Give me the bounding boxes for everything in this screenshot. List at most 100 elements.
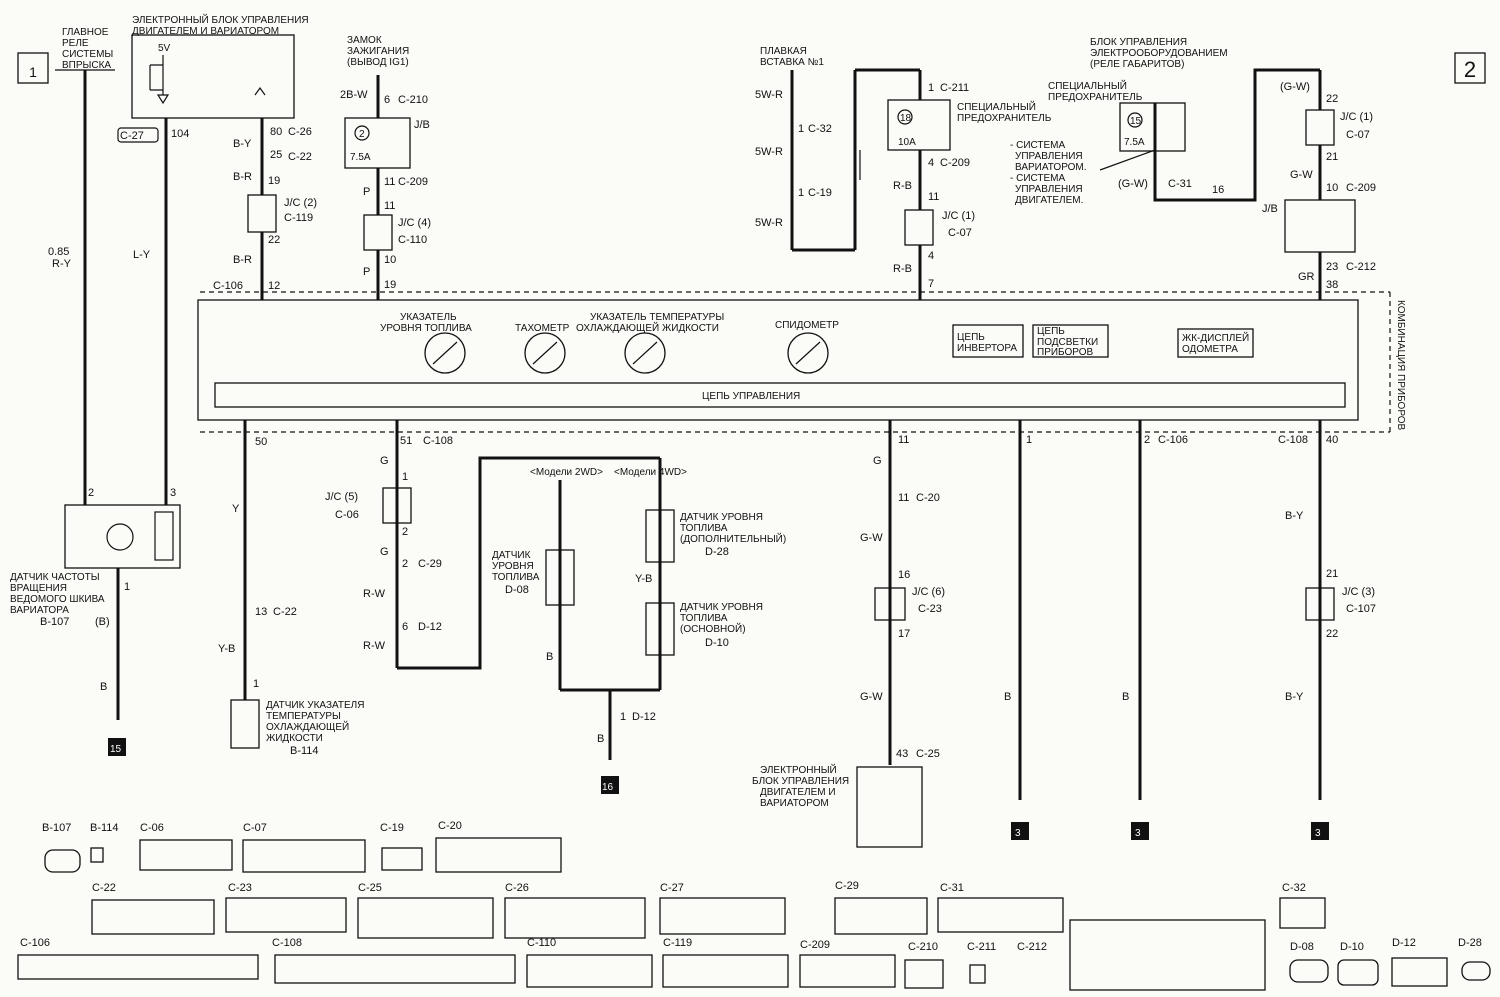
- svg-text:2: 2: [1144, 434, 1150, 446]
- svg-text:3: 3: [170, 487, 176, 499]
- svg-text:C-211: C-211: [940, 82, 969, 94]
- fuel-sensor-sub-box: [645, 509, 675, 563]
- svg-text:10A: 10A: [898, 137, 916, 148]
- svg-text:ИНВЕРТОРА: ИНВЕРТОРА: [957, 343, 1017, 354]
- ground-3-b: [1131, 822, 1149, 840]
- svg-text:ЗАМОК: ЗАМОК: [347, 35, 382, 46]
- svg-text:J/C (6): J/C (6): [912, 586, 945, 598]
- fuel-sensor-main-box: [645, 602, 675, 656]
- jc1-box: [904, 209, 934, 246]
- svg-text:ДАТЧИК УРОВНЯ: ДАТЧИК УРОВНЯ: [680, 602, 763, 613]
- jb-right-box: [1284, 199, 1356, 253]
- svg-text:G: G: [873, 455, 882, 467]
- svg-text:ДАТЧИК УКАЗАТЕЛЯ: ДАТЧИК УКАЗАТЕЛЯ: [266, 700, 364, 711]
- page-mark-2-label: 2: [1464, 57, 1476, 82]
- models-4wd-label: <Модели 4WD>: [614, 467, 687, 478]
- svg-text:D-12: D-12: [1392, 937, 1416, 949]
- svg-text:J/C (1): J/C (1): [942, 210, 975, 222]
- svg-text:C-22: C-22: [288, 151, 312, 163]
- connector-c-26: C-26: [504, 882, 646, 939]
- svg-text:C-209: C-209: [398, 176, 428, 188]
- svg-text:C-26: C-26: [505, 882, 529, 894]
- wire-r-y-label: R-Y: [52, 258, 72, 270]
- svg-text:ОДОМЕТРА: ОДОМЕТРА: [1182, 344, 1238, 355]
- svg-text:B: B: [546, 651, 553, 663]
- svg-text:ДВИГАТЕЛЕМ.: ДВИГАТЕЛЕМ.: [1015, 195, 1083, 206]
- connector-d-12: D-12: [1391, 937, 1448, 987]
- svg-text:G-W: G-W: [1290, 169, 1313, 181]
- svg-text:C-209: C-209: [940, 157, 970, 169]
- svg-text:РЕЛЕ: РЕЛЕ: [62, 38, 89, 49]
- svg-text:ВПРЫСКА: ВПРЫСКА: [62, 60, 111, 71]
- svg-text:19: 19: [384, 279, 396, 291]
- svg-text:D-10: D-10: [1340, 941, 1364, 953]
- svg-text:40: 40: [1326, 434, 1338, 446]
- svg-text:ОХЛАЖДАЮЩЕЙ ЖИДКОСТИ: ОХЛАЖДАЮЩЕЙ ЖИДКОСТИ: [576, 321, 719, 334]
- svg-text:C-119: C-119: [663, 937, 692, 949]
- svg-text:ПРЕДОХРАНИТЕЛЬ: ПРЕДОХРАНИТЕЛЬ: [957, 113, 1052, 124]
- svg-text:СИСТЕМЫ: СИСТЕМЫ: [62, 49, 113, 60]
- svg-text:ДАТЧИК УРОВНЯ: ДАТЧИК УРОВНЯ: [680, 512, 763, 523]
- etacs-label: БЛОК УПРАВЛЕНИЯ ЭЛЕКТРООБОРУДОВАНИЕМ (РЕ…: [1048, 37, 1228, 103]
- svg-text:1: 1: [928, 82, 934, 94]
- svg-text:УРОВНЯ ТОПЛИВА: УРОВНЯ ТОПЛИВА: [380, 323, 472, 334]
- models-2wd-label: <Модели 2WD>: [530, 467, 603, 478]
- svg-text:17: 17: [898, 628, 910, 640]
- special-fuse-label: СПЕЦИАЛЬНЫЙ ПРЕДОХРАНИТЕЛЬ: [957, 100, 1052, 124]
- svg-text:C-22: C-22: [92, 882, 116, 894]
- svg-text:C-19: C-19: [808, 187, 832, 199]
- svg-text:C-23: C-23: [228, 882, 252, 894]
- svg-text:2: 2: [359, 129, 365, 140]
- svg-text:13: 13: [255, 606, 267, 618]
- svg-text:10: 10: [1326, 182, 1338, 194]
- svg-text:2: 2: [88, 487, 94, 499]
- fuel-sensor-main-label: ДАТЧИК УРОВНЯ ТОПЛИВА (ОСНОВНОЙ) D-10: [680, 602, 763, 649]
- svg-text:ПРЕДОХРАНИТЕЛЬ: ПРЕДОХРАНИТЕЛЬ: [1048, 92, 1143, 103]
- svg-text:1: 1: [798, 123, 804, 135]
- svg-text:(ВЫВОД IG1): (ВЫВОД IG1): [347, 57, 409, 68]
- svg-text:C-212: C-212: [1017, 941, 1047, 953]
- svg-text:ЦЕПЬ: ЦЕПЬ: [957, 332, 985, 343]
- control-circuit-box: [214, 382, 1346, 408]
- svg-text:ВАРИАТОРОМ.: ВАРИАТОРОМ.: [1015, 162, 1087, 173]
- svg-text:C-07: C-07: [243, 822, 267, 834]
- svg-text:ВРАЩЕНИЯ: ВРАЩЕНИЯ: [10, 583, 67, 594]
- svg-text:R-B: R-B: [893, 263, 912, 275]
- fuel-sensor-2wd-label: ДАТЧИК УРОВНЯ ТОПЛИВА D-08: [492, 550, 540, 596]
- svg-text:ДВИГАТЕЛЕМ И: ДВИГАТЕЛЕМ И: [760, 787, 836, 798]
- svg-text:6: 6: [384, 94, 390, 106]
- svg-text:СПЕЦИАЛЬНЫЙ: СПЕЦИАЛЬНЫЙ: [957, 100, 1036, 113]
- svg-text:ПЛАВКАЯ: ПЛАВКАЯ: [760, 46, 807, 57]
- svg-text:ЖИДКОСТИ: ЖИДКОСТИ: [266, 733, 323, 744]
- svg-text:50: 50: [255, 436, 267, 448]
- svg-text:1: 1: [253, 678, 259, 690]
- svg-text:ТОПЛИВА: ТОПЛИВА: [680, 613, 728, 624]
- speedometer-label: СПИДОМЕТР: [775, 320, 839, 331]
- svg-text:21: 21: [1326, 568, 1338, 580]
- wire-l-y-label: L-Y: [133, 249, 151, 261]
- svg-text:25: 25: [270, 149, 282, 161]
- svg-text:C-108: C-108: [423, 435, 453, 447]
- connector-c-209: C-209: [799, 939, 896, 988]
- svg-text:J/C (3): J/C (3): [1342, 586, 1375, 598]
- connector-c-19: C-19: [380, 822, 423, 871]
- svg-text:22: 22: [1326, 93, 1338, 105]
- svg-text:18: 18: [900, 113, 912, 124]
- svg-text:C-110: C-110: [398, 234, 427, 246]
- svg-text:B: B: [597, 733, 604, 745]
- ground-15: [108, 738, 126, 756]
- svg-text:ТОПЛИВА: ТОПЛИВА: [492, 572, 540, 583]
- svg-text:(B): (B): [95, 616, 110, 628]
- svg-text:Y: Y: [232, 503, 240, 515]
- inverter-box: [952, 324, 1024, 358]
- svg-text:22: 22: [1326, 628, 1338, 640]
- svg-text:R-W: R-W: [363, 588, 386, 600]
- fuel-sensor-sub-label: ДАТЧИК УРОВНЯ ТОПЛИВА (ДОПОЛНИТЕЛЬНЫЙ) D…: [680, 512, 786, 558]
- svg-text:ОХЛАЖДАЮЩЕЙ: ОХЛАЖДАЮЩЕЙ: [266, 720, 349, 733]
- svg-text:C-20: C-20: [916, 492, 940, 504]
- combination-meter-label: КОМБИНАЦИЯ ПРИБОРОВ: [1395, 300, 1406, 431]
- pulley-sensor-box: [64, 504, 181, 569]
- connector-d-10: D-10: [1337, 941, 1379, 986]
- svg-text:B-Y: B-Y: [233, 138, 252, 150]
